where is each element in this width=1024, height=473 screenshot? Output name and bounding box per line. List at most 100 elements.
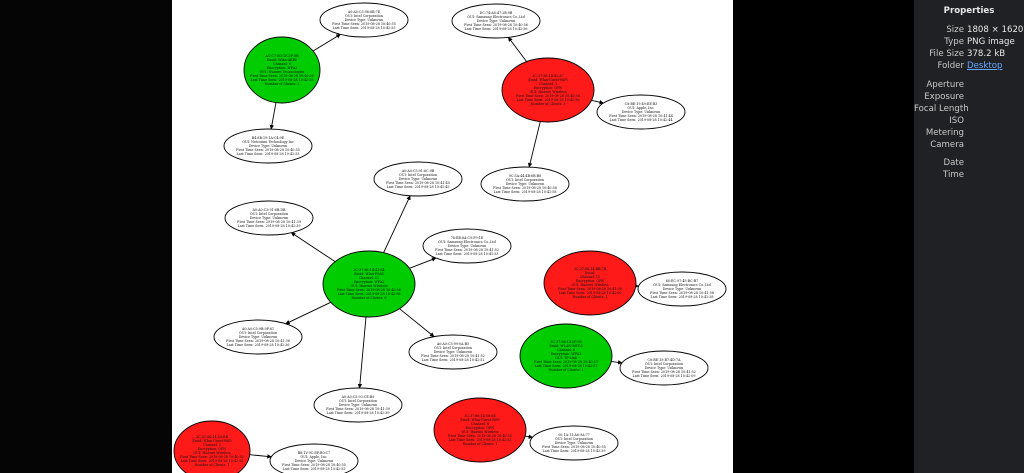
- node-label-line: A0:A0:C5:91:6B:DB: [252, 208, 286, 212]
- node-label-line: First Time Seen: 2019-08-28 10:41:44: [609, 114, 673, 118]
- node-label-line: OUI: Intel Corporation: [555, 437, 594, 441]
- node-label-line: OUI: Samsung Electronics Co.,Ltd: [653, 283, 711, 287]
- node-label-line: Encryption: OPN: [534, 86, 562, 90]
- property-label: ISO: [949, 116, 964, 126]
- node-label-line: A0:A0:C5:91:6C:9B: [401, 169, 435, 173]
- node-ellipse: [224, 200, 314, 236]
- node-label-line: OUI: Intel Corporation: [645, 362, 684, 366]
- node-label-line: Encryption: WPA2: [551, 352, 581, 356]
- node-label-line: Essid: Wlan-Guest-WiFi: [460, 418, 499, 422]
- graph-edge: [285, 301, 331, 325]
- node-label-line: First Time Seen: 2019-08-28 10:40:55: [542, 445, 606, 449]
- node-label-line: Device Type: Unknown: [399, 177, 438, 181]
- node-ellipse: [408, 334, 498, 370]
- property-label: Type: [944, 37, 964, 47]
- node-label-line: Last Time Seen: 2019-08-28 10:42:58: [494, 190, 557, 194]
- node-label-line: First Time Seen: 2019-08-28 10:40:55: [236, 148, 300, 152]
- viewer-left-margin: [0, 0, 172, 473]
- node-label-line: Encryption: OPN: [198, 447, 226, 451]
- node-label-line: First Time Seen: 2019-08-28 10:41:52: [435, 248, 499, 252]
- node-label-line: Device Type: Unknown: [645, 366, 684, 370]
- node-label-line: Last Time Seen: 2019-08-28 10:41:45: [387, 185, 450, 189]
- node-ellipse: [319, 2, 409, 38]
- property-label: Focal Length: [914, 104, 969, 114]
- node-label-line: First Time Seen: 2019-08-28 10:40:56: [464, 23, 528, 27]
- node-label-line: Last Time Seen: 2019-08-28 10:42:59: [543, 449, 606, 453]
- graph-edge: [611, 360, 623, 365]
- node-label-line: Number of Clients: 3: [530, 102, 565, 106]
- property-label: Folder: [937, 61, 964, 71]
- node-label-line: Device Type: Unknown: [345, 18, 384, 22]
- node-label-line: First Time Seen: 2019-08-28 10:40:55: [332, 22, 396, 26]
- node-label-line: Last Time Seen: 2019-08-28 10:42:55: [237, 152, 300, 156]
- node-ellipse: [373, 161, 463, 197]
- node-label-line: Encryption: WPA2: [354, 280, 384, 284]
- node-ellipse: [529, 425, 619, 461]
- node-label-line: OUI: Intel Corporation: [434, 346, 473, 350]
- node-label-line: Device Type: Unknown: [250, 216, 289, 220]
- node-label-line: Device Type: Unknown: [339, 403, 378, 407]
- node-label-line: Number of Clients: 1: [194, 463, 229, 467]
- node-label-line: Device Type: Unknown: [249, 144, 288, 148]
- node-ellipse: [596, 94, 686, 130]
- node-label-line: 78:EB:8A:C9:F9:1E: [451, 236, 484, 240]
- node-label-line: Number of Clients: 1: [462, 442, 497, 446]
- node-label-line: Last Time Seen: 2019-08-28 10:42:55: [283, 467, 346, 471]
- node-ellipse: [223, 128, 313, 164]
- property-value: PNG image: [967, 37, 1015, 47]
- node-label-line: Device Type: Unknown: [448, 244, 487, 248]
- node-label-line: First Time Seen: 2019-08-28 10:40:55: [448, 434, 512, 438]
- node-label-line: Channel: 6: [471, 422, 489, 426]
- node-label-line: OUI: Apple, Inc.: [628, 106, 655, 110]
- node-label-line: First Time Seen: 2019-08-28 10:41:45: [386, 181, 450, 185]
- node-label-line: C8:BE:19:B7:4D:7A: [648, 358, 682, 362]
- node-label-line: Encryption: OPN: [466, 426, 494, 430]
- node-ellipse: [480, 166, 570, 202]
- node-ellipse: [543, 250, 637, 316]
- graph-edge: [249, 454, 272, 459]
- property-label: Time: [942, 170, 964, 180]
- node-label-line: First Time Seen: 2019-08-28 10:40:56: [337, 288, 401, 292]
- graph-edge: [399, 308, 435, 338]
- folder-link[interactable]: Desktop: [967, 61, 1003, 71]
- node-label-line: DC:74:A8:47:2B:9B: [480, 11, 513, 15]
- node-label-line: Last Time Seen: 2019-08-28 10:42:56: [465, 27, 528, 31]
- property-label: Aperture: [926, 80, 964, 90]
- node-label-line: Last Time Seen: 2019-08-28 10:42:09: [633, 374, 696, 378]
- node-label-line: 00:1A:11:A6:9A:77: [558, 433, 590, 437]
- node-label-line: Last Time Seen: 2019-08-28 10:42:44: [610, 118, 673, 122]
- node-label-line: First Time Seen: 2019-08-28 10:41:36: [226, 339, 290, 343]
- property-row: Focal Length: [914, 104, 1024, 116]
- property-value: 378.2 kB: [967, 49, 1006, 59]
- node-label-line: Last Time Seen: 2019-08-28 10:42:57: [535, 364, 598, 368]
- node-label-line: Device Type: Unknown: [555, 441, 594, 445]
- node-label-line: Essid: Wlan-Guest-WiFi: [528, 78, 567, 82]
- graph-edge: [527, 121, 541, 168]
- node-label-line: A0:A0:C5:93:CE:B9: [341, 395, 375, 399]
- node-label-line: OUI: Samsung Electronics Co.,Ltd: [467, 15, 525, 19]
- node-label-line: Last Time Seen: 2019-08-28 10:42:56: [517, 98, 580, 102]
- node-label-line: A0:A0:C5:99:0A:B5: [436, 342, 469, 346]
- graph-edge: [290, 232, 336, 263]
- property-row: Camera: [914, 140, 1024, 152]
- node-label-line: Last Time Seen: 2019-08-28 10:42:55: [449, 438, 512, 442]
- node-label-line: AC:C7:0D:1E:3F:0B: [264, 54, 299, 58]
- node-label-line: First Time Seen: 2019-08-28 10:40:56: [516, 94, 580, 98]
- node-label-line: Last Time Seen: 2019-08-28 10:42:39: [327, 411, 390, 415]
- node-label-line: Channel: 6: [273, 62, 291, 66]
